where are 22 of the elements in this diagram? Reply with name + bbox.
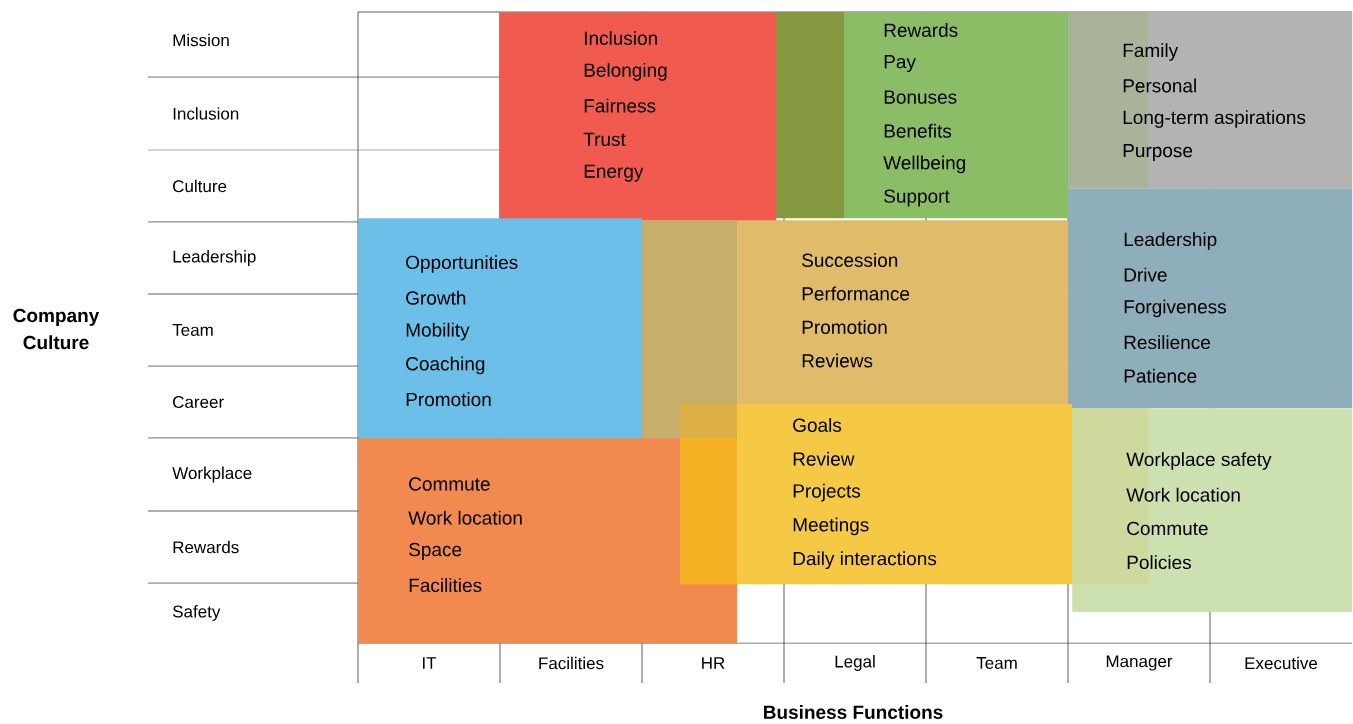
row-label: Culture — [173, 179, 227, 193]
highlight-area: Leadership Drive Forgiveness Resilience Patience — [1068, 188, 1353, 409]
row-label: Safety — [172, 605, 221, 621]
row-label: Rewards — [173, 540, 239, 554]
highlight-area: Inclusion Belonging Fairness Trust Energy — [499, 12, 777, 223]
row-label: Mission — [173, 33, 229, 47]
highlight-area: Goals Review Projects Meetings Daily interactions — [680, 404, 1073, 585]
row-label: Leadership — [173, 250, 256, 266]
highlight-area: Rewards Pay Bonuses Benefits Wellbeing Support — [776, 12, 1069, 219]
row-label: Career — [173, 396, 224, 409]
column-label: Executive — [1245, 656, 1318, 670]
row-label: Team — [172, 324, 213, 336]
row-label: Workplace — [172, 466, 252, 483]
axis-title: Company Culture — [13, 308, 100, 350]
axis-title: Business Functions — [764, 705, 943, 719]
highlight-area: Workplace safety Work location Commute Policies — [1072, 408, 1353, 613]
column-label: Team — [976, 657, 1017, 669]
highlight-area: Family Personal Long-term aspirations Purpose — [1068, 12, 1353, 189]
highlight-area: Opportunities Growth Mobility Coaching Promotion — [358, 218, 643, 439]
column-label: Manager — [1106, 655, 1173, 671]
column-label: Legal — [835, 655, 875, 671]
row-label: Inclusion — [173, 107, 239, 120]
